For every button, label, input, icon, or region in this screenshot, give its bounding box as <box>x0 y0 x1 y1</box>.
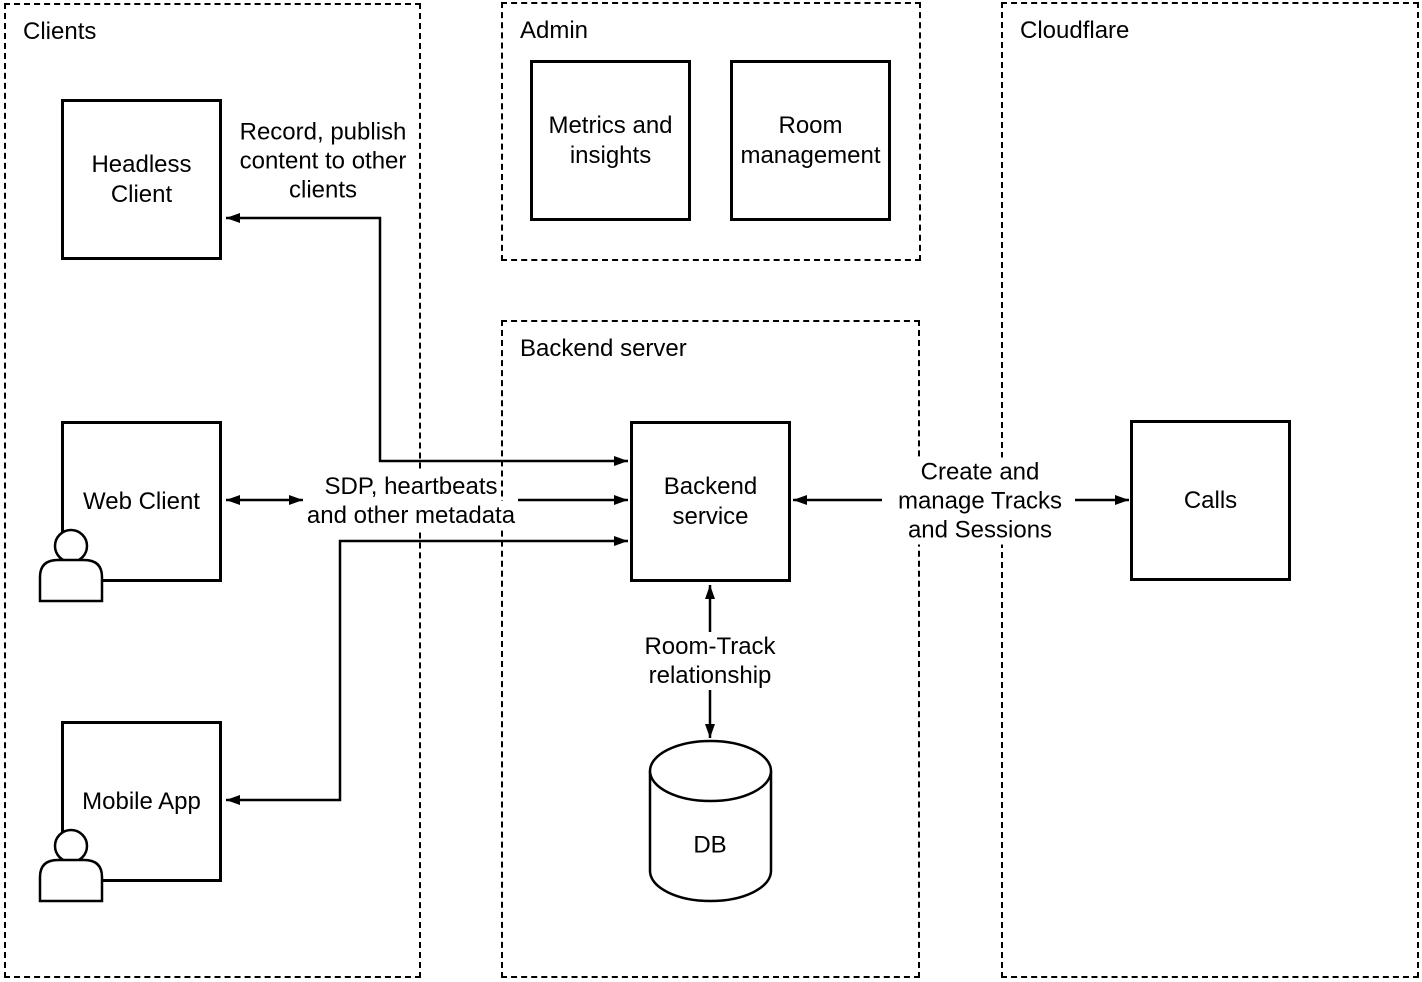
container-admin: Admin <box>501 2 921 261</box>
container-clients-title: Clients <box>23 18 97 45</box>
node-mobile-app: Mobile App <box>61 721 222 882</box>
node-web-client-label: Web Client <box>83 487 200 515</box>
node-calls: Calls <box>1130 420 1291 581</box>
edge-label-room-track: Room-Track relationship <box>641 632 779 690</box>
edge-label-create-manage: Create and manage Tracks and Sessions <box>894 457 1066 545</box>
node-metrics-insights: Metrics and insights <box>530 60 691 221</box>
node-backend-service-label: Backend service <box>663 472 758 530</box>
edge-label-record-publish: Record, publish content to other clients <box>236 117 410 205</box>
container-cloudflare-title: Cloudflare <box>1020 17 1130 44</box>
node-metrics-insights-label: Metrics and insights <box>548 111 673 169</box>
node-db-label: DB <box>693 831 727 859</box>
node-backend-service: Backend service <box>630 421 791 582</box>
node-mobile-app-label: Mobile App <box>82 787 201 815</box>
node-headless-client: Headless Client <box>61 99 222 260</box>
container-backend-server-title: Backend server <box>520 335 687 362</box>
node-headless-client-label: Headless Client <box>91 150 192 208</box>
node-calls-label: Calls <box>1183 486 1238 514</box>
node-web-client: Web Client <box>61 421 222 582</box>
node-room-management-label: Room management <box>740 111 881 169</box>
node-room-management: Room management <box>730 60 891 221</box>
container-admin-title: Admin <box>520 17 589 44</box>
edge-label-sdp-metadata: SDP, heartbeats and other metadata <box>303 472 519 530</box>
